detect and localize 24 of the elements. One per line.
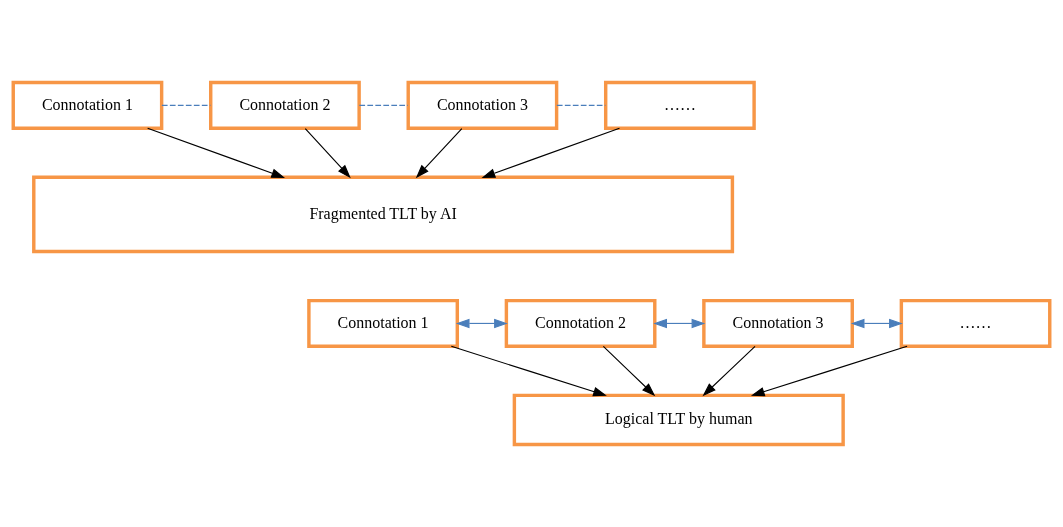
node-box: Connotation 2: [209, 80, 361, 130]
node-box: Logical TLT by human: [512, 393, 845, 447]
node-box: Connotation 3: [702, 298, 854, 348]
arrow: [850, 318, 903, 329]
node-box: Connotation 3: [406, 80, 559, 130]
arrow: [702, 345, 756, 397]
arrow: [304, 128, 351, 179]
connector: [161, 104, 211, 106]
node-box: Connotation 1: [11, 80, 164, 130]
node-box: ……: [604, 80, 756, 130]
node-box: Fragmented TLT by AI: [32, 175, 735, 254]
connector: [556, 104, 606, 106]
arrow: [415, 128, 463, 179]
node-box: ……: [899, 298, 1052, 348]
arrow: [147, 127, 286, 178]
node-box: Connotation 1: [307, 298, 459, 348]
arrow: [481, 127, 621, 178]
arrow: [653, 318, 706, 329]
arrow: [455, 318, 508, 329]
arrow: [750, 345, 908, 397]
arrow: [602, 345, 656, 397]
node-box: Connotation 2: [504, 298, 657, 348]
connector: [358, 104, 409, 106]
arrow: [450, 345, 607, 397]
